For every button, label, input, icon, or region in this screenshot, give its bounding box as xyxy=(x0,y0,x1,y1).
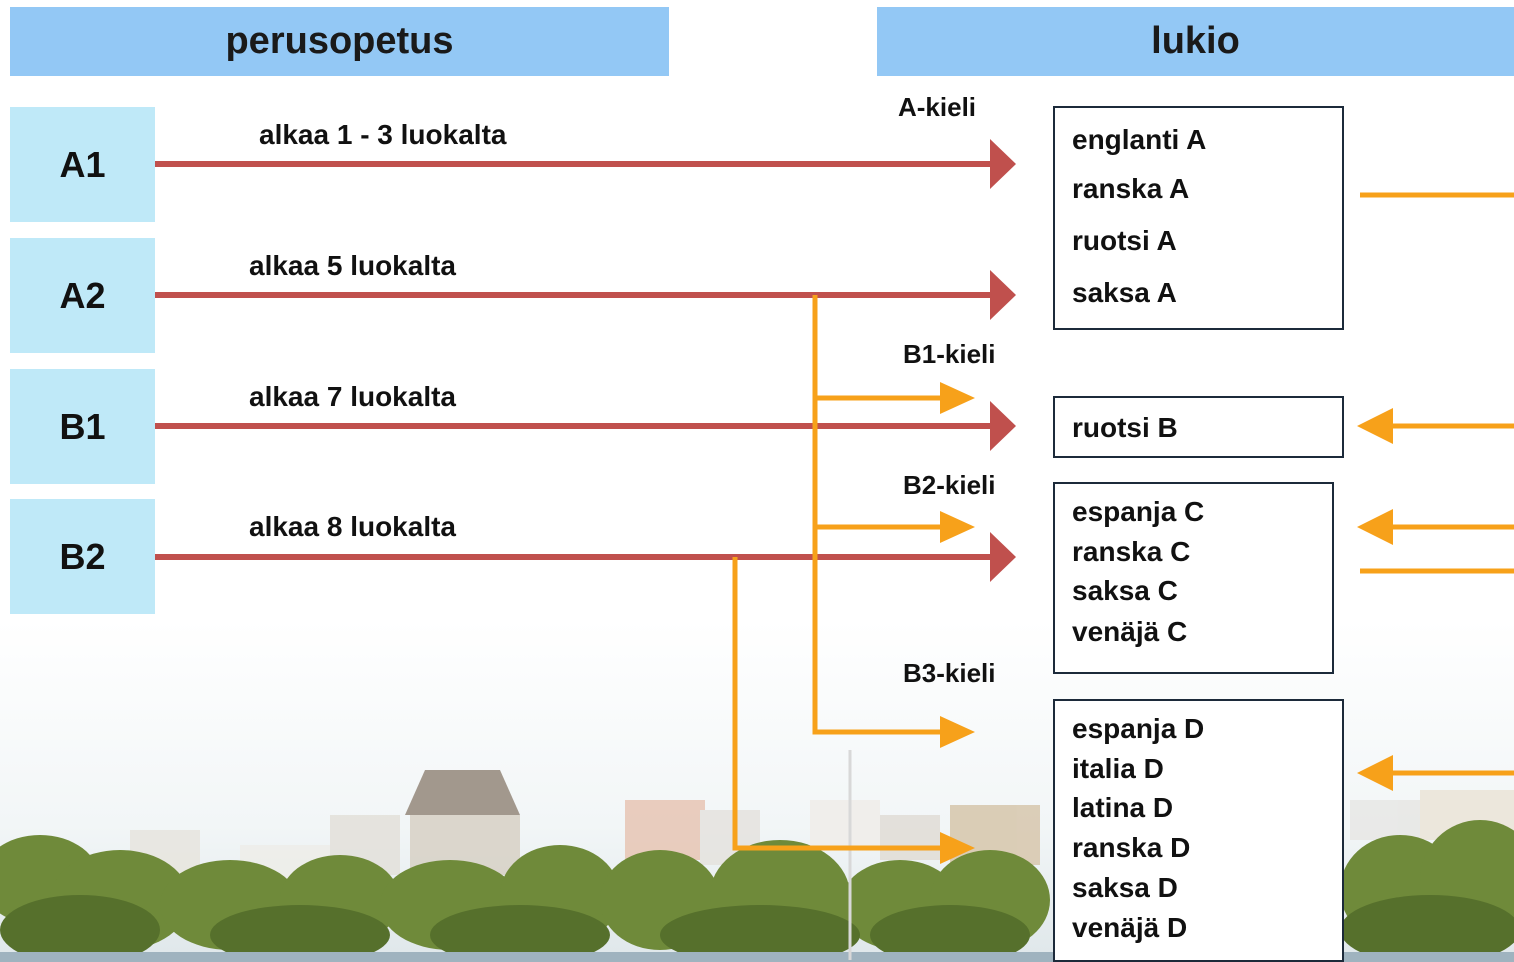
language-item: espanja D xyxy=(1072,713,1205,744)
red-arrow-a2-head xyxy=(990,270,1016,320)
header-perusopetus: perusopetus xyxy=(10,7,669,76)
header-perusopetus-label: perusopetus xyxy=(225,20,454,62)
kind-label-a: A-kieli xyxy=(898,92,977,122)
level-b1-label: B1 xyxy=(59,405,106,447)
start-label-a1: alkaa 1 - 3 luokalta xyxy=(259,119,507,150)
box-b2-languages: espanja C ranska C saksa C venäjä C xyxy=(1053,482,1334,674)
start-label-a2: alkaa 5 luokalta xyxy=(249,250,457,281)
kind-label-b1: B1-kieli xyxy=(903,339,996,369)
language-item: espanja C xyxy=(1072,496,1205,527)
orange-head-b3-from-b2 xyxy=(940,832,975,864)
start-label-b2: alkaa 8 luokalta xyxy=(249,511,457,542)
language-item: englanti A xyxy=(1072,124,1207,155)
level-b1: B1 xyxy=(10,369,155,484)
level-a2: A2 xyxy=(10,238,155,353)
level-a1: A1 xyxy=(10,107,155,222)
orange-head-b3-from-a2 xyxy=(940,716,975,748)
header-lukio: lukio xyxy=(877,7,1514,76)
level-b2-label: B2 xyxy=(59,535,106,577)
orange-branch-b2-trunk xyxy=(732,557,945,851)
language-item: ranska C xyxy=(1072,536,1191,567)
box-b1-languages: ruotsi B xyxy=(1053,396,1344,458)
language-item: saksa D xyxy=(1072,872,1178,903)
level-a1-label: A1 xyxy=(59,143,106,185)
language-item: venäjä D xyxy=(1072,912,1188,943)
header-lukio-label: lukio xyxy=(1151,20,1240,62)
red-arrow-b2-head xyxy=(990,532,1016,582)
language-item: ranska A xyxy=(1072,173,1190,204)
language-item: ruotsi A xyxy=(1072,225,1177,256)
orange-head-right-b3 xyxy=(1357,755,1393,791)
language-item: ranska D xyxy=(1072,832,1191,863)
orange-head-b1 xyxy=(940,382,975,414)
kind-label-b2: B2-kieli xyxy=(903,470,996,500)
level-a2-label: A2 xyxy=(59,274,106,316)
language-item: ruotsi B xyxy=(1072,412,1178,443)
orange-head-b2 xyxy=(940,511,975,543)
language-item: saksa C xyxy=(1072,575,1178,606)
language-item: latina D xyxy=(1072,792,1174,823)
language-item: italia D xyxy=(1072,753,1164,784)
start-label-b1: alkaa 7 luokalta xyxy=(249,381,457,412)
orange-branch-a2-trunk xyxy=(812,295,945,735)
box-a-languages: englanti A ranska A ruotsi A saksa A xyxy=(1053,106,1344,330)
red-arrow-b1-head xyxy=(990,401,1016,451)
red-arrow-a2-shaft xyxy=(155,292,995,298)
language-item: venäjä C xyxy=(1072,616,1188,647)
red-arrow-b1-shaft xyxy=(155,423,995,429)
level-b2: B2 xyxy=(10,499,155,614)
language-item: saksa A xyxy=(1072,277,1177,308)
orange-head-right-b1 xyxy=(1357,408,1393,444)
red-arrow-a1-head xyxy=(990,139,1016,189)
orange-head-right-b2 xyxy=(1357,509,1393,545)
box-b3-languages: espanja D italia D latina D ranska D sak… xyxy=(1053,699,1344,962)
red-arrow-a1-shaft xyxy=(155,161,995,167)
red-arrow-b2-shaft xyxy=(155,554,995,560)
kind-label-b3: B3-kieli xyxy=(903,658,996,688)
